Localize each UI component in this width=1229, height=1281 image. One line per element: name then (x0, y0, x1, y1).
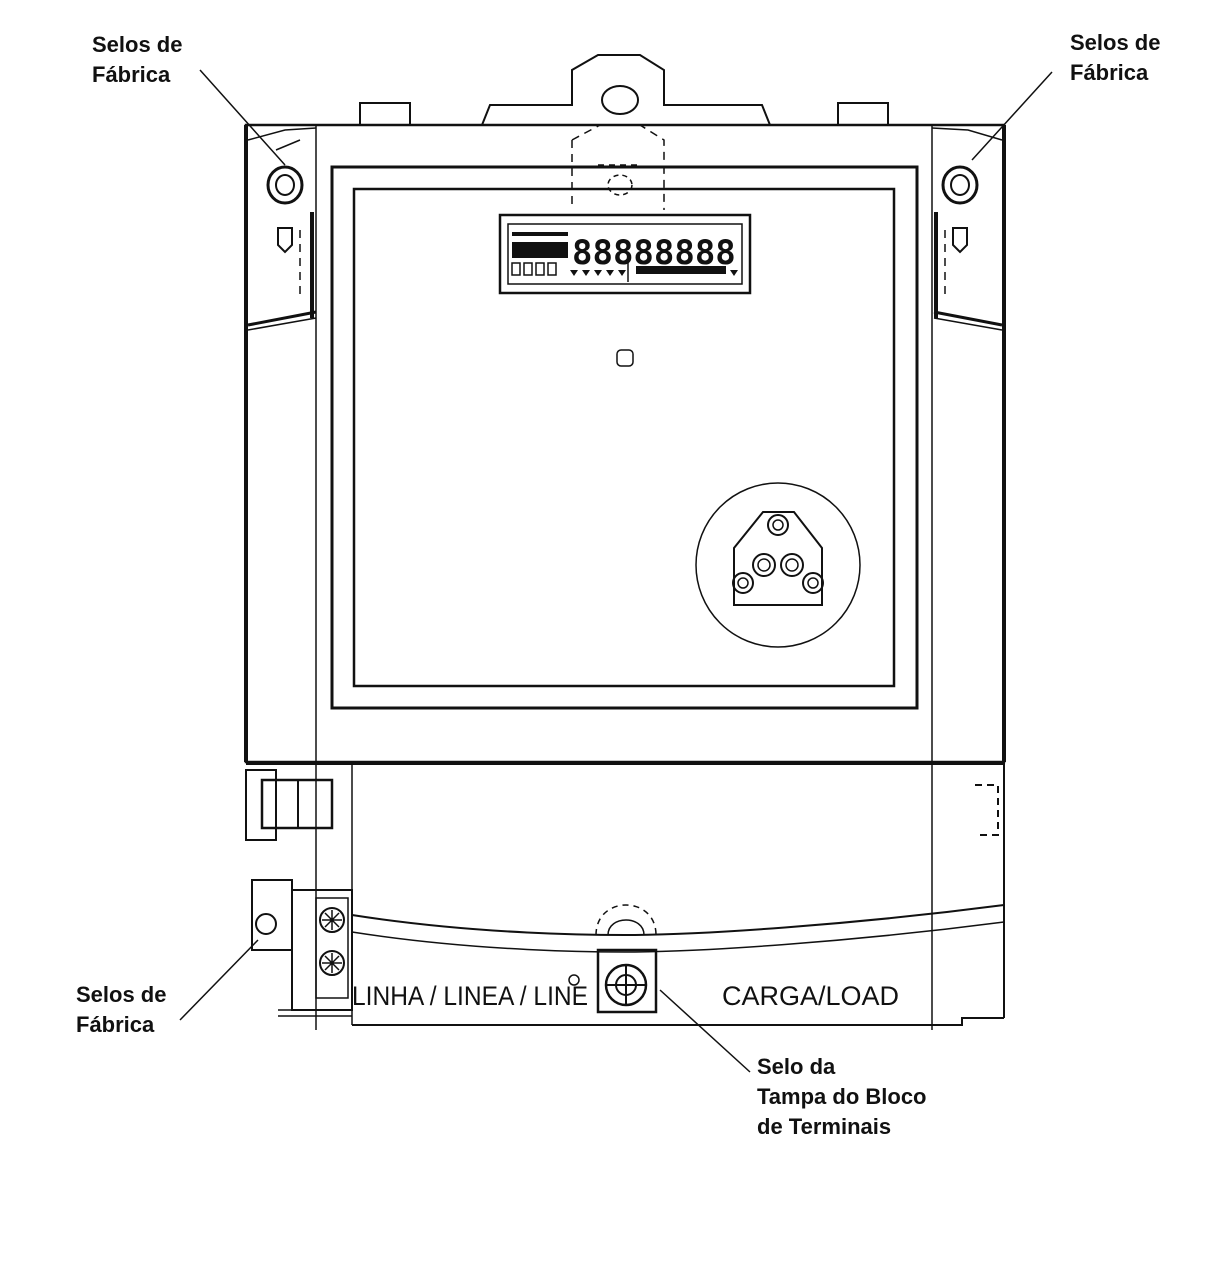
callout-line: Selos de (76, 982, 167, 1007)
right-factory-seal (931, 127, 1003, 331)
callout-line: Tampa do Bloco (757, 1084, 927, 1109)
lcd-display (498, 213, 752, 295)
leader-line-top-right (971, 71, 1053, 161)
callout-line: Fábrica (1070, 60, 1149, 85)
window-frame-inner (352, 187, 896, 688)
lcd-digits: 88888888 (572, 233, 736, 273)
left-factory-seal (247, 127, 317, 331)
callout-line: de Terminais (757, 1114, 892, 1139)
callout-line: Selo da (757, 1054, 836, 1079)
window-frame-outer (330, 165, 919, 710)
leader-line-top-left (199, 69, 286, 166)
leader-line-terminal-cover (659, 989, 751, 1073)
label-line: LINHA / LINEA / LINE (352, 981, 588, 1011)
hanger-bracket (481, 54, 771, 210)
top-tab-right (837, 102, 889, 126)
meter-housing (244, 123, 1006, 764)
label-load: CARGA/LOAD (722, 981, 899, 1011)
callout-line: Fábrica (92, 62, 171, 87)
callout-line: Fábrica (76, 1012, 155, 1037)
callout-factory-seals-top-left: Selos de Fábrica (92, 30, 182, 90)
optical-port (695, 482, 861, 648)
top-tab-left (359, 102, 411, 126)
callout-factory-seals-bottom-left: Selos de Fábrica (76, 980, 166, 1040)
callout-factory-seals-top-right: Selos de Fábrica (1070, 28, 1160, 88)
leader-line-bottom-left (179, 939, 259, 1021)
terminal-block (245, 762, 1005, 1026)
callout-line: Selos de (1070, 30, 1161, 55)
pulse-led (616, 349, 634, 367)
callout-line: Selos de (92, 32, 183, 57)
callout-terminal-cover-seal: Selo da Tampa do Bloco de Terminais (757, 1052, 927, 1142)
